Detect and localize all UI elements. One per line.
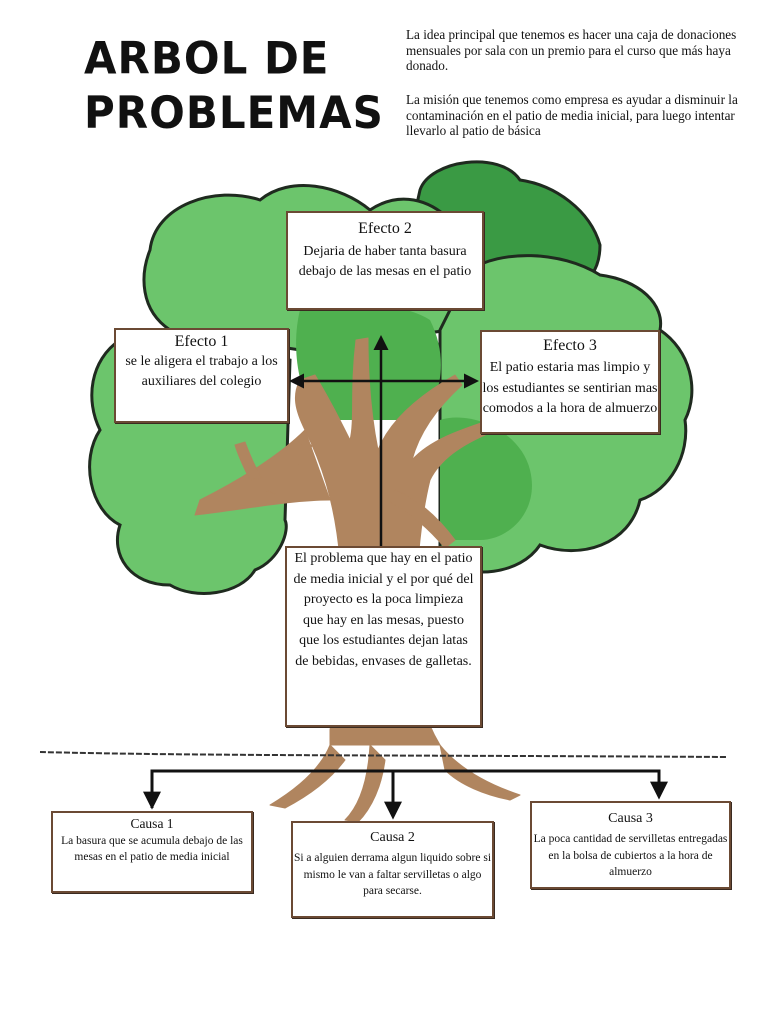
cause-2-text: Si a alguien derrama algun liquido sobre…: [293, 852, 492, 897]
cause-box-2: Causa 2 Si a alguien derrama algun liqui…: [291, 821, 494, 918]
page-title: ARBOL DE PROBLEMAS: [84, 31, 384, 140]
effect-3-title: Efecto 3: [543, 337, 597, 354]
effect-1-title: Efecto 1: [174, 333, 229, 350]
problem-box: El problema que hay en el patio de media…: [285, 546, 482, 727]
effect-box-1: Efecto 1 se le aligera el trabajo a los …: [114, 328, 289, 423]
effect-3-text: El patio estaria mas limpio y los estudi…: [482, 360, 658, 416]
cause-2-title: Causa 2: [370, 830, 415, 845]
cause-1-title: Causa 1: [130, 816, 174, 831]
effect-box-3: Efecto 3 El patio estaria mas limpio y l…: [480, 330, 660, 434]
effect-box-2: Efecto 2 Dejaria de haber tanta basura d…: [286, 211, 484, 310]
intro-paragraph-2: La misión que tenemos como empresa es ay…: [406, 92, 738, 138]
cause-3-title: Causa 3: [608, 811, 653, 826]
effect-2-text: Dejaria de haber tanta basura debajo de …: [298, 244, 472, 279]
effect-2-title: Efecto 2: [358, 220, 412, 237]
title-line-1: ARBOL DE: [84, 32, 330, 84]
intro-paragraph-1: La idea principal que tenemos es hacer u…: [406, 27, 737, 73]
cause-box-1: Causa 1 La basura que se acumula debajo …: [51, 811, 253, 893]
title-line-2: PROBLEMAS: [84, 87, 384, 139]
cause-1-text: La basura que se acumula debajo de las m…: [61, 835, 243, 863]
cause-box-3: Causa 3 La poca cantidad de servilletas …: [530, 801, 731, 889]
effect-arrows: [289, 335, 479, 548]
cause-arrows: [143, 769, 668, 820]
effect-1-text: se le aligera el trabajo a los auxiliare…: [125, 354, 278, 389]
problem-text: El problema que hay en el patio de media…: [293, 551, 474, 669]
cause-3-text: La poca cantidad de servilletas entregad…: [533, 833, 728, 878]
foliage-center-right: [440, 417, 532, 540]
ground-line: [39, 751, 727, 758]
